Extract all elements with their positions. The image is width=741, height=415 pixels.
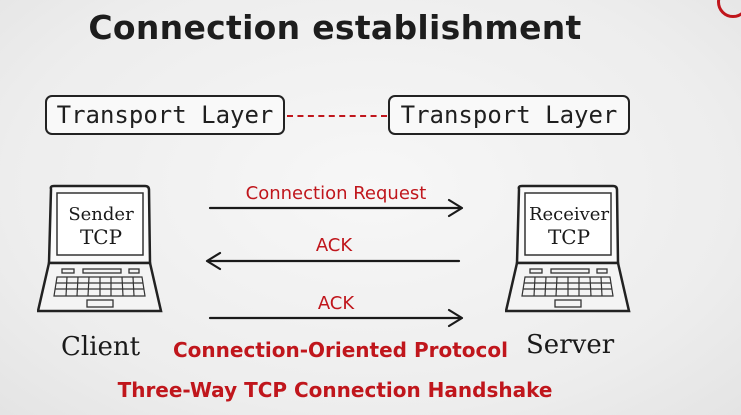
message-label-connection-request: Connection Request xyxy=(245,183,427,204)
client-screen-label-line2: TCP xyxy=(79,225,123,249)
server-caption: Server xyxy=(526,330,615,360)
server-laptop-icon: Receiver TCP xyxy=(504,183,633,319)
protocol-label: Connection-Oriented Protocol xyxy=(173,338,508,362)
arrow-ack-from-server xyxy=(205,251,461,271)
client-laptop-icon: Sender TCP xyxy=(36,183,165,319)
server-screen-label-line2: TCP xyxy=(547,225,591,249)
diagram-title: Connection establishment xyxy=(88,8,582,47)
corner-logo-icon xyxy=(717,0,741,18)
client-screen-label-line1: Sender xyxy=(68,204,134,225)
message-label-ack-1: ACK xyxy=(315,235,353,256)
server-screen-label-line1: Receiver xyxy=(528,204,610,225)
arrow-ack-from-client xyxy=(208,308,464,328)
virtual-connection-dashed-line xyxy=(287,115,387,117)
client-caption: Client xyxy=(61,332,141,362)
transport-layer-box-client: Transport Layer xyxy=(45,95,285,135)
transport-layer-box-server: Transport Layer xyxy=(388,95,630,135)
arrow-connection-request xyxy=(208,198,464,218)
message-label-ack-2: ACK xyxy=(317,293,355,314)
handshake-label: Three-Way TCP Connection Handshake xyxy=(117,378,553,402)
